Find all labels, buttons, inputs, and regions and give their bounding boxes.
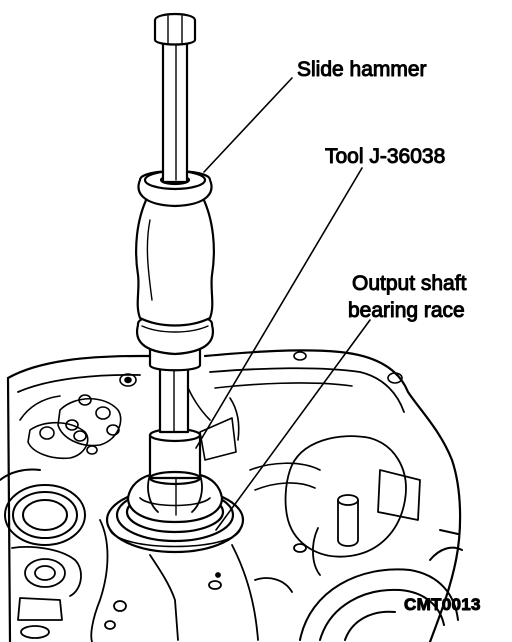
case-inner-rim [17,367,405,413]
callout-labels: Slide hammer Tool J-36038 Output shaft b… [297,58,481,615]
case-bolt-bosses [119,351,403,387]
hammer-hex-head [153,12,197,46]
label-slide-hammer: Slide hammer [297,58,427,81]
hammer-shaft [161,40,189,184]
case-left-port [0,468,86,546]
case-outline [6,349,462,642]
case-hole-cluster [27,394,122,460]
case-edges-lower [149,544,293,641]
leader-output-shaft [215,319,371,531]
case-right-pocket [284,435,421,576]
tool-jaw-base [126,473,224,524]
transmission-case [0,349,463,642]
slide-hammer [135,12,215,434]
figure-code: CMT0013 [404,595,481,614]
case-bracket [184,379,321,491]
label-output-shaft-line1: Output shaft [352,272,467,295]
case-flange [19,382,353,421]
hammer-grip [135,194,215,327]
leader-lines [195,77,371,531]
leader-tool [195,167,363,449]
case-lower-right-bore [299,529,463,641]
label-tool: Tool J-36038 [325,145,445,168]
leader-slide-hammer [203,77,293,173]
tool-j36038 [126,427,224,524]
case-lower-left [11,519,127,642]
label-output-shaft-line2: bearing race [348,299,465,322]
